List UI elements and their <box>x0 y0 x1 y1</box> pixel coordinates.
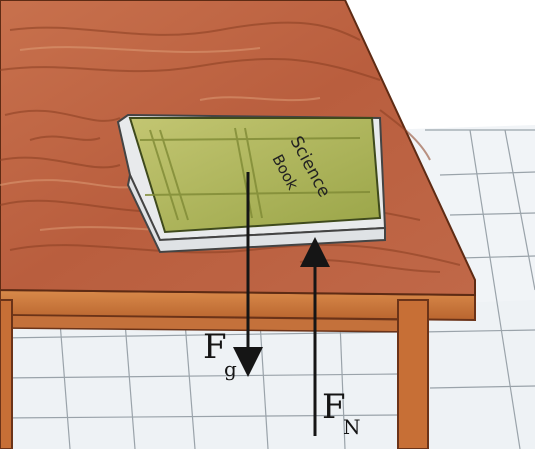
gravity-subscript: g <box>224 357 237 381</box>
table-leg-front-right <box>398 300 428 449</box>
normal-subscript: N <box>343 415 361 439</box>
science-book: Science Book <box>118 115 385 252</box>
table-leg-front-left <box>0 300 12 449</box>
book-cover <box>130 118 380 232</box>
